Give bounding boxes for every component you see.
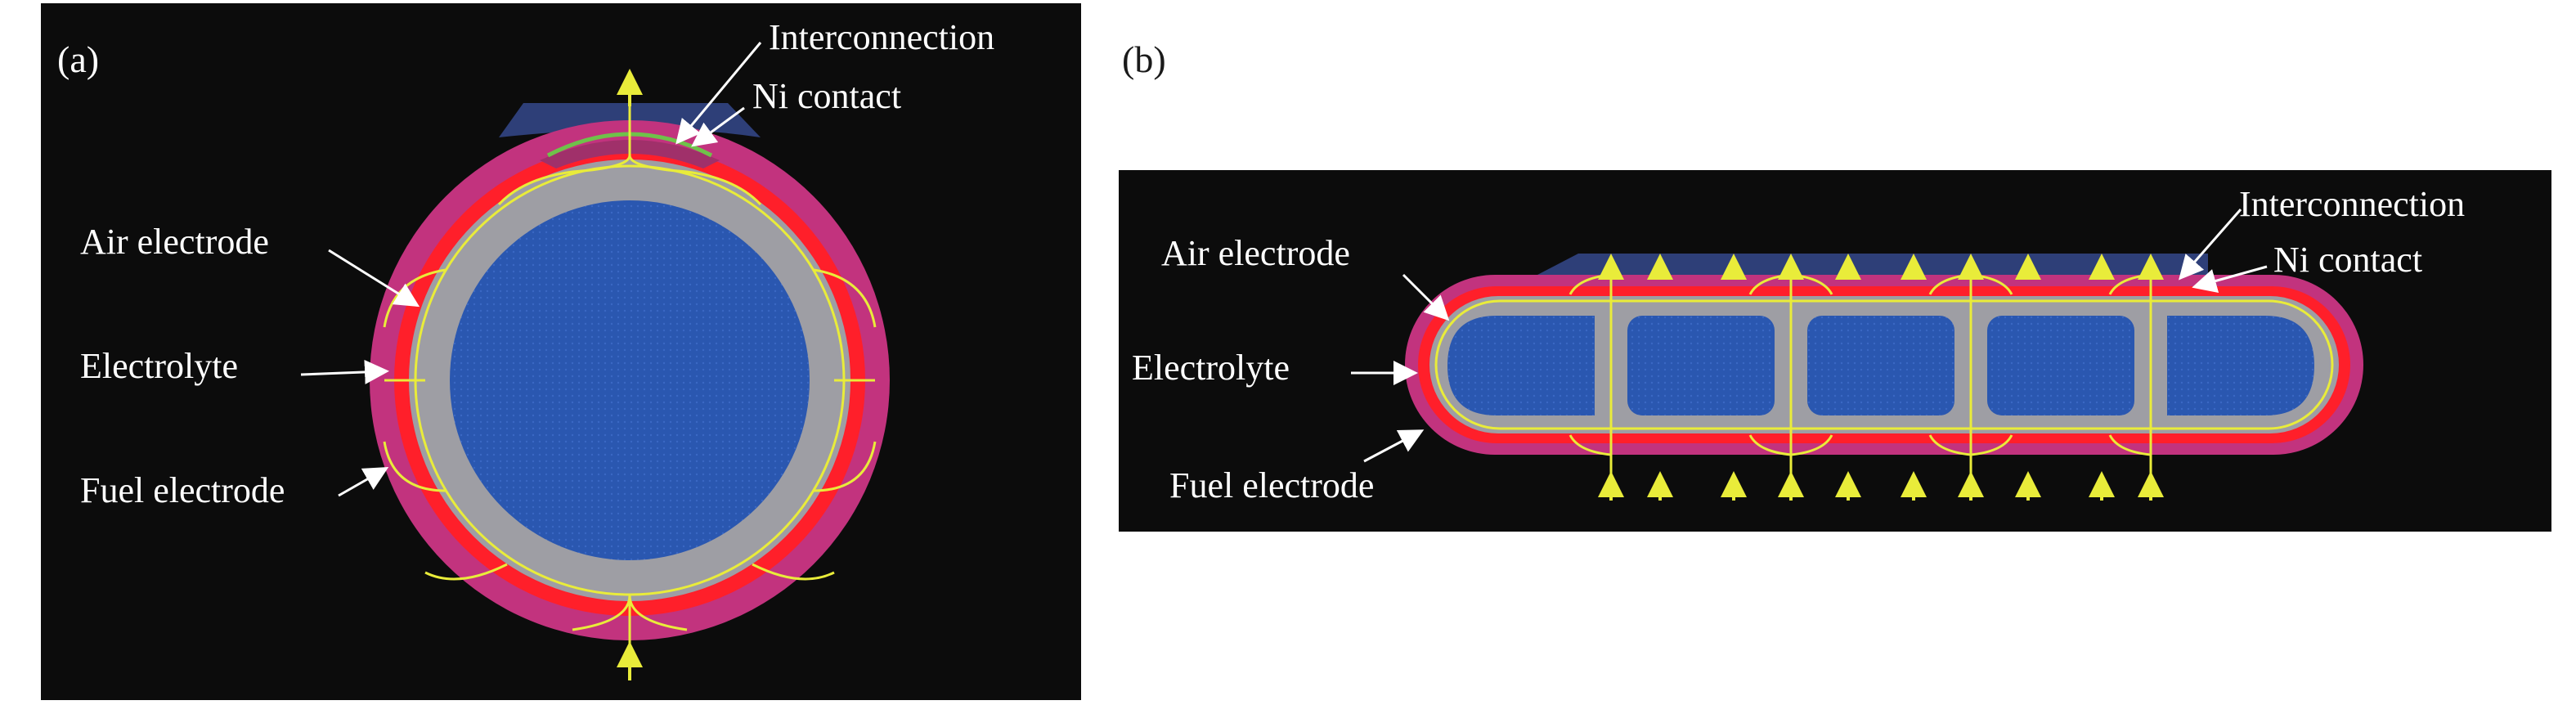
leader-interconnection-b bbox=[2179, 209, 2242, 281]
current-arrows-bottom-b bbox=[1598, 471, 2164, 501]
panel-b-tag: (b) bbox=[1122, 38, 1166, 80]
label-air-electrode-b: Air electrode bbox=[1161, 233, 1350, 273]
leader-air-electrode-a bbox=[328, 249, 420, 308]
leader-air-electrode-b bbox=[1402, 273, 1450, 321]
leader-ni-contact-a bbox=[691, 106, 745, 147]
label-electrolyte-b: Electrolyte bbox=[1132, 348, 1290, 388]
panel-a: (a) bbox=[41, 3, 1081, 700]
label-electrolyte-a: Electrolyte bbox=[80, 346, 238, 386]
label-fuel-electrode-b: Fuel electrode bbox=[1169, 465, 1374, 505]
label-fuel-electrode-a: Fuel electrode bbox=[80, 470, 285, 510]
label-interconnection-b: Interconnection bbox=[2239, 184, 2465, 224]
leader-fuel-electrode-a bbox=[338, 467, 389, 497]
panel-b: (b) bbox=[1119, 38, 2551, 532]
current-lines-b bbox=[1434, 260, 2334, 483]
current-lines-a bbox=[383, 90, 877, 680]
interconnection-b bbox=[1537, 254, 2208, 275]
leader-electrolyte-a bbox=[300, 359, 389, 384]
leader-ni-contact-b bbox=[2192, 265, 2268, 293]
label-ni-contact-b: Ni contact bbox=[2273, 240, 2422, 280]
panel-a-tag: (a) bbox=[57, 38, 99, 80]
air-channel-a bbox=[450, 200, 810, 560]
label-air-electrode-a: Air electrode bbox=[80, 222, 269, 262]
current-arrows-top-b bbox=[1598, 254, 2164, 280]
air-channels-b bbox=[1447, 316, 2314, 415]
label-interconnection-a: Interconnection bbox=[769, 17, 994, 57]
label-ni-contact-a: Ni contact bbox=[752, 76, 901, 116]
leader-fuel-electrode-b bbox=[1363, 429, 1425, 463]
interconnection-band-a bbox=[540, 140, 720, 168]
